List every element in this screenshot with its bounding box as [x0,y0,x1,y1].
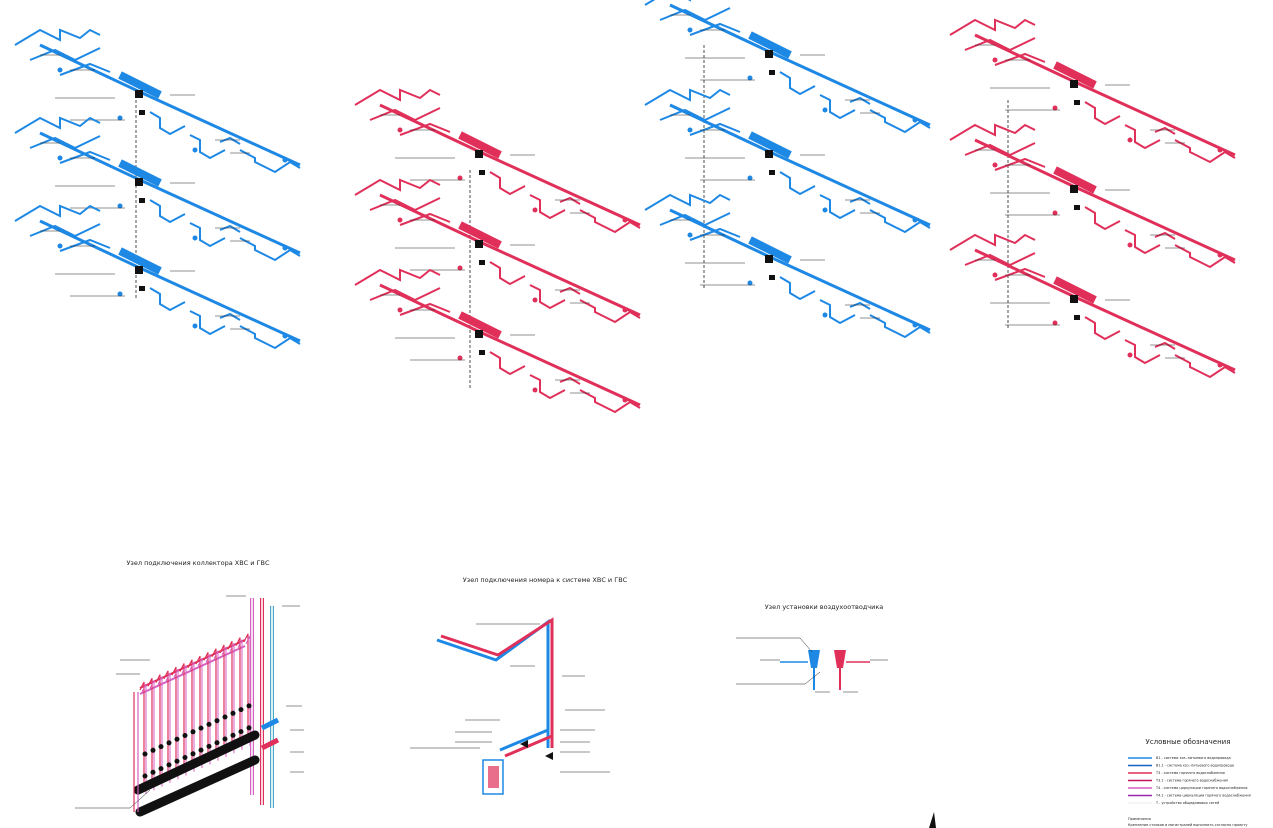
legend: Условные обозначения В1 - система хоз.-п… [1128,738,1251,827]
legend-label: Т - устройство общедомовых сетей [1155,801,1219,805]
collector-node-diagram [75,595,304,817]
collector-node-title: Узел подключения коллектора ХВС и ГВС [126,559,270,567]
hot2-floor-1 [949,18,1236,164]
legend-label: В1 - система хоз.-питьевого водопровода [1156,756,1231,760]
air-node-diagram [736,637,888,693]
cold2-floor-1 [644,0,931,134]
legend-note-text: Крепление стояков и магистралей выполнит… [1128,823,1247,827]
legend-item: Т - устройство общедомовых сетей [1128,801,1219,805]
hot-water-scheme-right [949,18,1236,379]
legend-label: Т3 - система горячего водоснабжения [1155,771,1225,775]
hot-floor-1 [354,88,641,234]
cold-water-scheme-left [14,28,301,350]
room-node-title: Узел подключения номера к системе ХВС и … [463,576,628,584]
cold-floor-2 [14,116,301,262]
legend-items: В1 - система хоз.-питьевого водопроводаВ… [1128,756,1251,805]
legend-label: Т4.1 - система циркуляции горячего водос… [1155,794,1251,798]
legend-item: В1.1 - система хоз.-питьевого водопровод… [1128,764,1234,768]
hot2-floor-3 [949,233,1236,379]
legend-note-title: Примечания [1128,817,1151,821]
legend-item: Т4.1 - система циркуляции горячего водос… [1128,794,1251,798]
legend-item: В1 - система хоз.-питьевого водопровода [1128,756,1231,760]
air-node-title: Узел установки воздухоотводчика [765,603,884,611]
hot2-floor-2 [949,123,1236,269]
legend-item: Т3 - система горячего водоснабжения [1128,771,1225,775]
legend-label: Т4 - система циркуляции горячего водосна… [1155,786,1247,790]
cold-water-scheme-right [644,0,931,339]
legend-label: В1.1 - система хоз.-питьевого водопровод… [1156,764,1234,768]
hot-water-scheme-left [354,88,641,414]
cold-floor-1 [14,28,301,174]
north-arrow-icon [929,812,936,828]
hot-floor-2 [354,178,641,324]
legend-item: Т3.1 - система горячего водоснабжения [1128,779,1228,783]
cold2-floor-3 [644,193,931,339]
legend-title: Условные обозначения [1146,738,1231,746]
cold-floor-3 [14,204,301,350]
room-node-diagram [410,617,610,795]
legend-item: Т4 - система циркуляции горячего водосна… [1128,786,1247,790]
cold2-floor-2 [644,88,931,234]
hot-floor-3 [354,268,641,414]
legend-label: Т3.1 - система горячего водоснабжения [1155,779,1228,783]
